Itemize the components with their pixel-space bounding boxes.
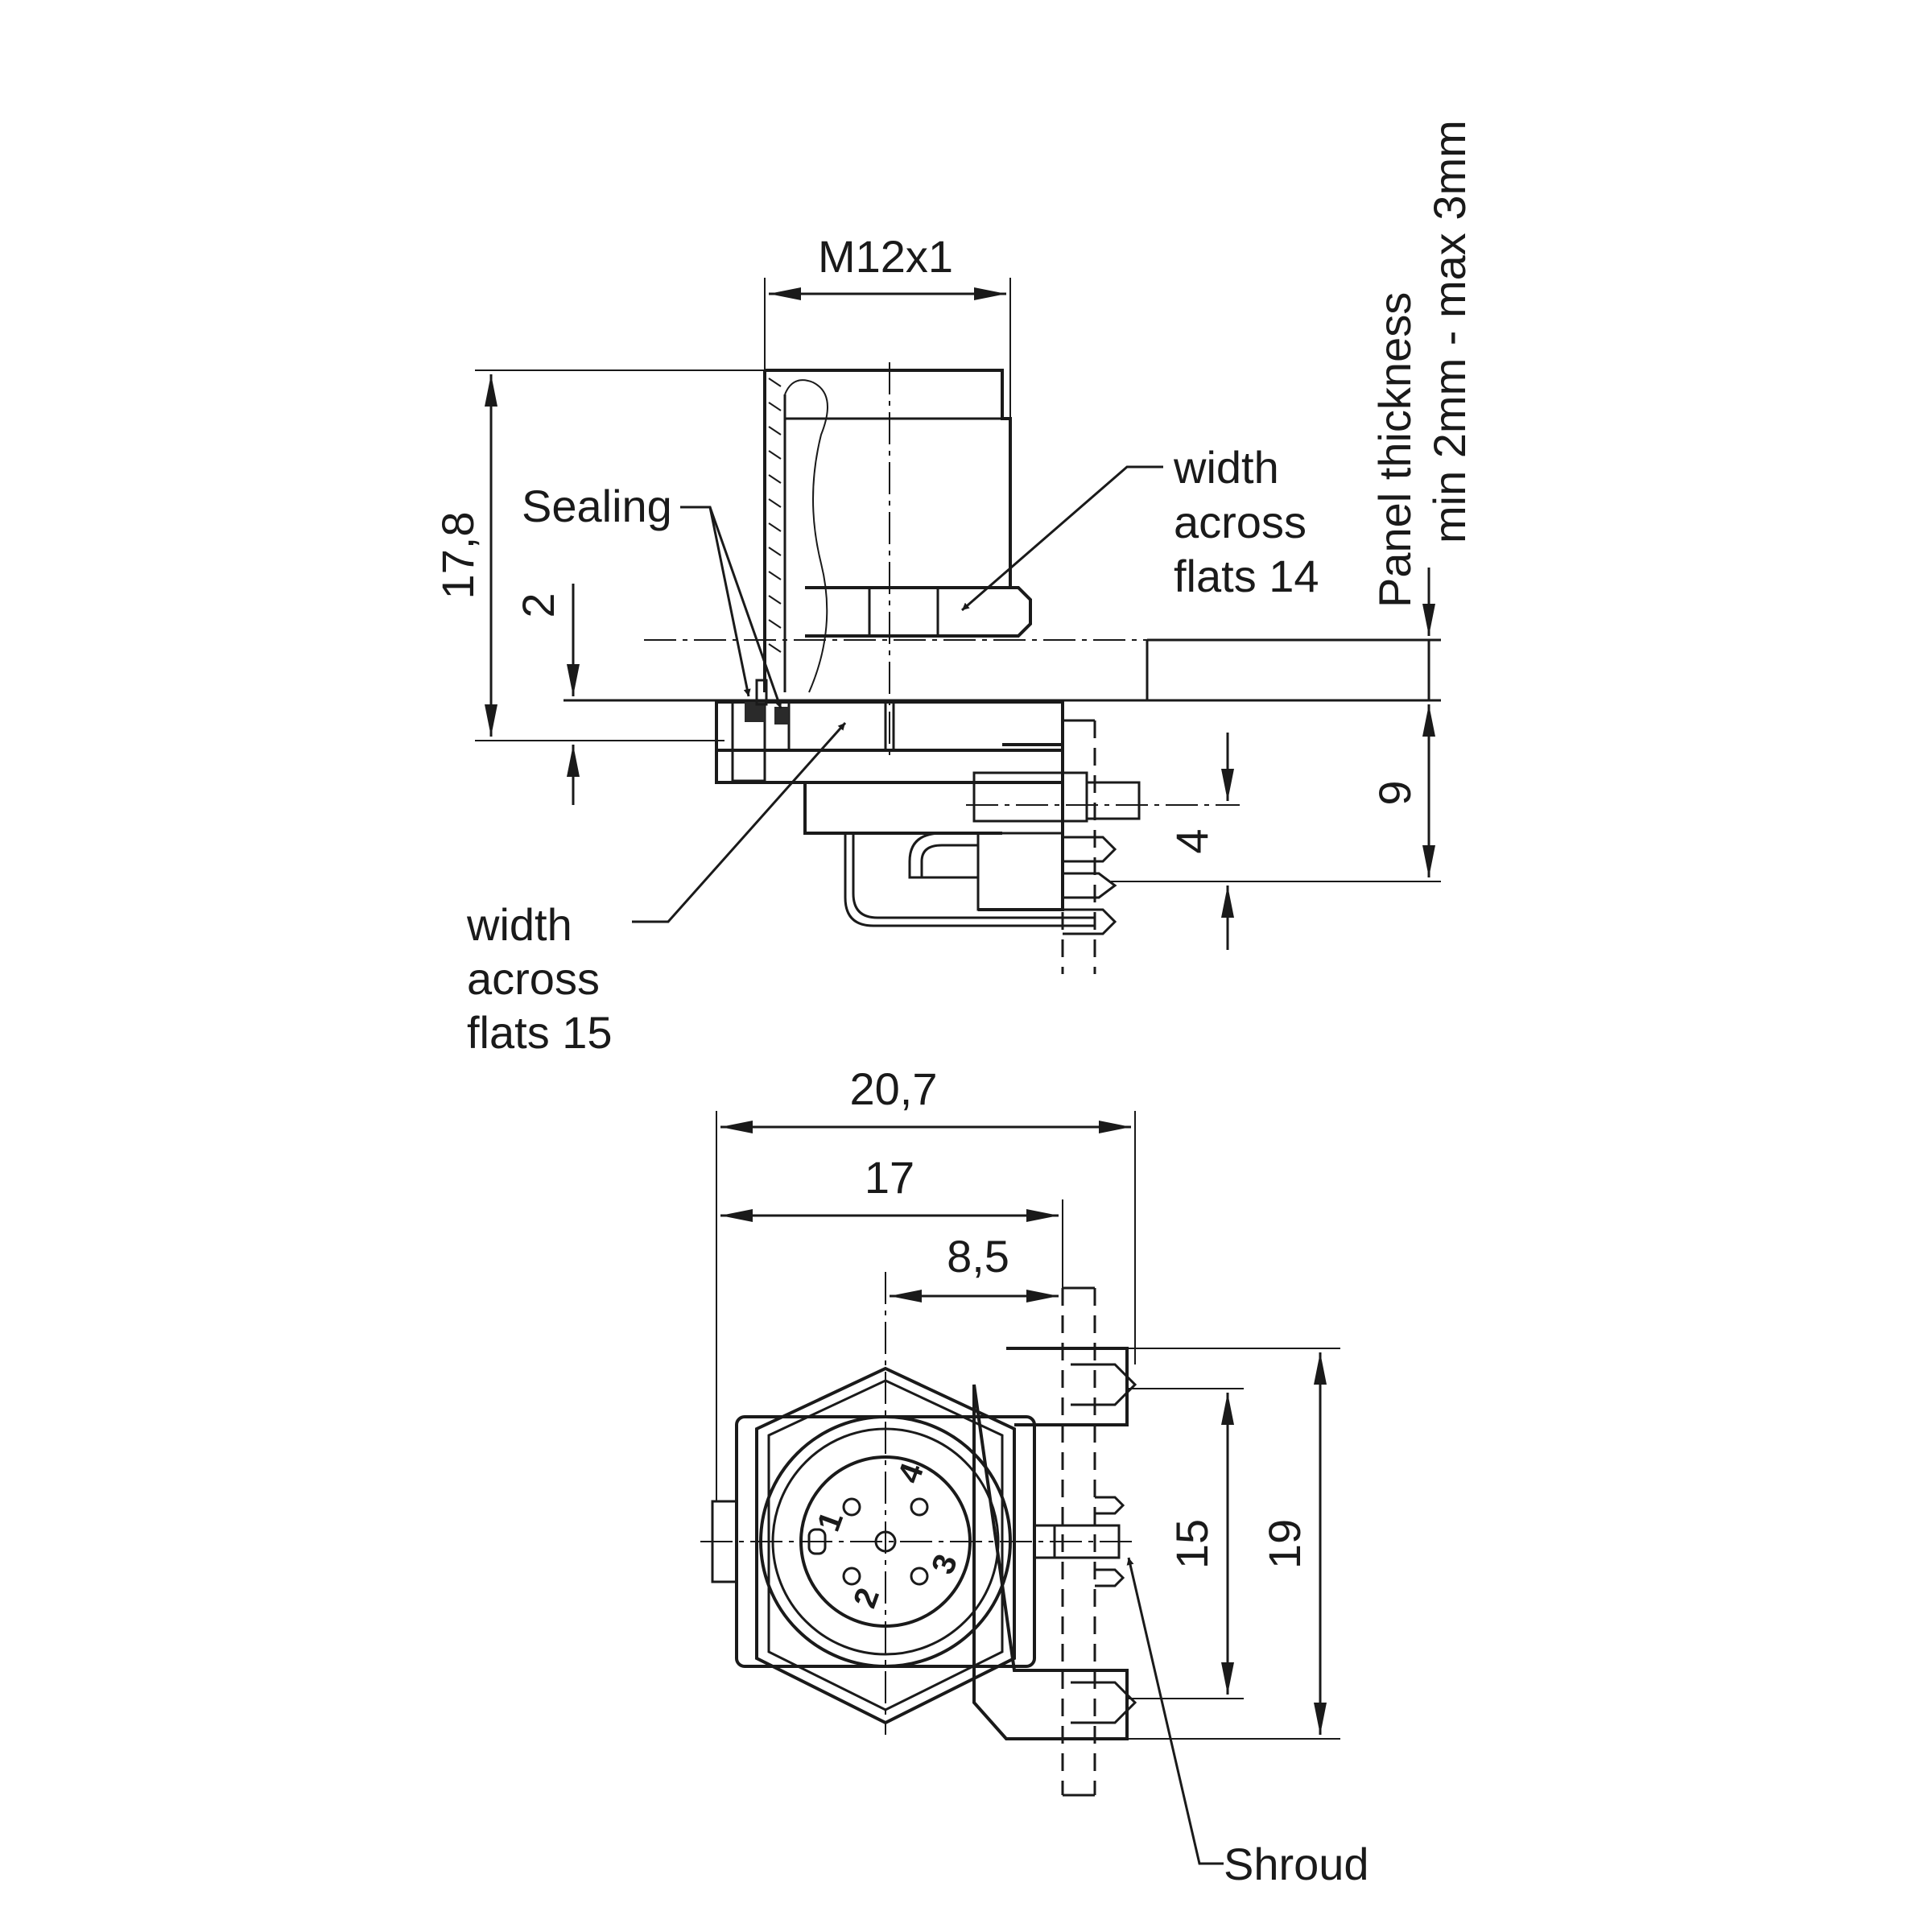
waf14-line3: flats 14	[1174, 551, 1319, 601]
panel-line2: min 2mm - max 3mm	[1424, 120, 1475, 543]
front-housing	[972, 1286, 1137, 1797]
dim-8-5-label: 8,5	[947, 1231, 1009, 1282]
pin-2-label: 2	[847, 1583, 886, 1612]
dim-2: 2	[513, 584, 580, 805]
front-hex-nut	[711, 1366, 1056, 1725]
shroud-callout: Shroud	[1126, 1557, 1369, 1889]
waf14-line2: across	[1174, 497, 1307, 547]
dim-9-label: 9	[1369, 780, 1420, 805]
contact-2	[842, 1567, 861, 1586]
waf15-line1: width	[466, 899, 572, 950]
contact-4	[910, 1497, 929, 1517]
waf15-line2: across	[467, 953, 600, 1004]
dim-19-label: 19	[1259, 1519, 1310, 1569]
dim-17-8: 17,8	[432, 369, 765, 741]
panel-line1: Panel thickness	[1369, 292, 1420, 608]
side-view: 17,8 2 Sealing M12x1 width across flats …	[432, 120, 1475, 1058]
dim-17-label: 17	[865, 1152, 914, 1203]
panel	[564, 638, 1441, 702]
shroud-shape	[1053, 1524, 1121, 1559]
dim-4-label: 4	[1166, 828, 1217, 853]
dim-m12: M12x1	[764, 231, 1011, 419]
hex-nut-14	[805, 586, 1032, 638]
center-contact	[874, 1530, 897, 1553]
dim-19: 19	[1127, 1348, 1340, 1740]
waf14-callout: width across flats 14	[961, 442, 1319, 612]
panel-thickness-dim: Panel thickness min 2mm - max 3mm	[1369, 120, 1475, 700]
dim-4: 4	[1166, 733, 1234, 950]
coding-key	[807, 1528, 827, 1555]
dim-17: 17	[720, 1152, 1063, 1288]
sealing-rings	[745, 679, 789, 724]
waf15-callout: width across flats 15	[466, 722, 847, 1058]
dim-15-label: 15	[1166, 1519, 1217, 1569]
dim-20-7-label: 20,7	[850, 1063, 938, 1114]
waf14-line1: width	[1173, 442, 1279, 493]
waf15-line3: flats 15	[467, 1007, 613, 1058]
pcb-housing	[803, 743, 1240, 927]
contact-1	[842, 1497, 861, 1517]
dim-9: 9	[1111, 704, 1441, 882]
dim-17-8-label: 17,8	[432, 512, 483, 600]
front-view: 1 2 3 4 20,7	[700, 1063, 1369, 1889]
dim-20-7: 20,7	[716, 1063, 1136, 1501]
pin-3-label: 3	[925, 1550, 964, 1579]
dim-8-5: 8,5	[890, 1231, 1059, 1302]
thread-body	[763, 369, 1012, 693]
sealing-label: Sealing	[522, 481, 672, 531]
dim-15: 15	[1127, 1388, 1244, 1699]
thread-label: M12x1	[818, 231, 953, 282]
pcb-pins	[1061, 719, 1117, 974]
dim-2-label: 2	[513, 592, 564, 617]
contact-3	[910, 1567, 929, 1586]
shroud-label: Shroud	[1224, 1839, 1369, 1889]
